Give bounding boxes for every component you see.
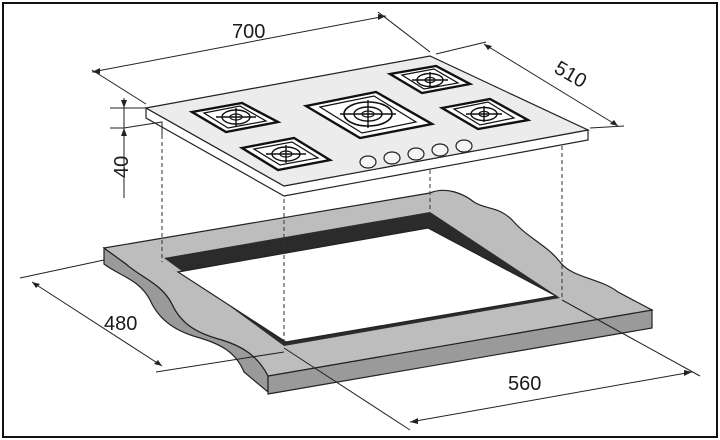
dimension-cutout-depth bbox=[19, 259, 285, 373]
dimension-width-top bbox=[91, 11, 431, 105]
knob-5 bbox=[455, 139, 473, 153]
knob-3 bbox=[407, 147, 425, 161]
knob-1 bbox=[359, 155, 377, 169]
burner-front-left bbox=[238, 136, 334, 172]
label-width-top: 700 bbox=[232, 21, 265, 43]
label-cutout-depth: 480 bbox=[104, 313, 137, 335]
hob bbox=[123, 55, 590, 197]
hob-support bbox=[123, 121, 163, 135]
countertop bbox=[102, 189, 654, 395]
label-cutout-width: 560 bbox=[508, 373, 541, 395]
control-knobs bbox=[359, 139, 473, 169]
label-height: 40 bbox=[111, 156, 133, 178]
projection-lines bbox=[161, 135, 563, 346]
label-depth-top: 510 bbox=[550, 57, 590, 93]
dimension-height bbox=[110, 98, 146, 198]
burner-front-right bbox=[438, 97, 532, 131]
burner-back-right bbox=[386, 64, 474, 95]
burner-back-left bbox=[188, 101, 282, 134]
knob-2 bbox=[383, 151, 401, 165]
dimension-cutout-width bbox=[283, 299, 701, 431]
knob-4 bbox=[431, 143, 449, 157]
dimension-depth-top bbox=[435, 41, 625, 129]
cutout-opening bbox=[176, 227, 558, 343]
burner-center-wok bbox=[302, 90, 436, 140]
